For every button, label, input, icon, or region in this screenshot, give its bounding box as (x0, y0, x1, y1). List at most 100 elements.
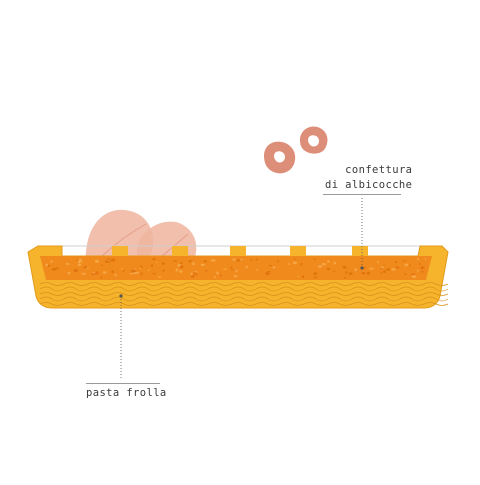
jam-speckle (418, 262, 421, 266)
jam-speckle (152, 273, 157, 275)
jam-leader-dot (360, 266, 364, 270)
jam-speckle (205, 269, 208, 272)
jam-speckle (50, 260, 53, 263)
pastry-label-underline (86, 383, 160, 384)
jam-speckle (110, 258, 116, 262)
jam-speckle (102, 271, 107, 274)
jam-speckle (192, 272, 197, 275)
jam-speckle (256, 268, 259, 271)
jam-speckle (366, 271, 371, 275)
jam-speckle (369, 267, 374, 270)
jam-speckle (380, 271, 383, 274)
jam-speckle (391, 268, 396, 271)
jam-speckle (416, 270, 419, 272)
jam-speckle (348, 272, 353, 275)
jam-speckle (236, 259, 241, 262)
crust-notches (112, 246, 368, 256)
crust-texture-line (39, 292, 449, 296)
jam-speckle (333, 261, 337, 265)
jam-speckle (313, 258, 316, 260)
jam-label: confettura di albicocche (325, 163, 412, 193)
jam-speckle (67, 271, 71, 275)
jam-speckle (292, 261, 297, 265)
jam-speckle (55, 267, 59, 270)
jam-speckle (190, 272, 193, 276)
jam-speckle (80, 260, 83, 263)
jam-speckle (395, 266, 400, 269)
jam-speckle (344, 276, 347, 279)
jam-speckle (129, 273, 134, 275)
jam-speckle (302, 275, 305, 279)
jam-speckle (342, 265, 347, 269)
jam-speckle (132, 274, 135, 276)
jam-speckle (51, 267, 57, 271)
jam-speckle (404, 273, 407, 275)
jam-speckle (179, 270, 183, 273)
jam-label-line-2: di albicocche (325, 179, 413, 191)
jam-speckle (403, 260, 406, 262)
jam-speckle (421, 270, 424, 273)
jam-speckle (277, 260, 280, 263)
jam-speckle (377, 260, 380, 264)
jam-speckle (213, 276, 216, 279)
jam-speckle (161, 262, 165, 265)
jam-speckle (140, 272, 143, 275)
jam-speckle (245, 265, 248, 269)
jam-speckle (249, 259, 253, 261)
jam-speckle (81, 272, 86, 275)
crust-texture (39, 282, 449, 306)
jam-speckle (100, 276, 103, 279)
jam-speckle (345, 271, 348, 274)
crust-texture-line (39, 286, 449, 292)
jam-speckle (162, 269, 165, 272)
jam-speckle (383, 270, 386, 274)
jam-speckle (268, 264, 273, 267)
jam-speckle (192, 262, 195, 266)
jam-speckle (77, 260, 81, 264)
jam-speckle (255, 258, 258, 261)
jam-speckle (111, 270, 114, 274)
jam-speckle (100, 264, 103, 267)
jam-speckle (321, 263, 327, 266)
pastry-leader-dot (119, 294, 123, 298)
jam-speckle (233, 275, 238, 278)
crust-texture-line (39, 296, 449, 302)
jam-speckle (313, 272, 318, 276)
jam-speckle (120, 268, 124, 270)
jam-speckle (265, 272, 270, 276)
jam-speckle (404, 263, 409, 267)
jam-speckle (106, 258, 111, 260)
crust-notch (352, 246, 368, 256)
apricot-ring-icon (264, 126, 328, 174)
jam-speckle (354, 268, 358, 272)
apricot-jam-layer (40, 256, 432, 280)
jam-speckle (175, 268, 179, 272)
jam-speckle (148, 269, 150, 272)
jam-speckle (78, 263, 81, 267)
jam-speckle (157, 276, 162, 278)
pastry-label: pasta frolla (86, 387, 167, 399)
jam-speckle (190, 274, 195, 278)
jam-speckle (384, 269, 387, 271)
jam-speckle (361, 272, 366, 275)
jam-speckle (220, 274, 222, 277)
jam-speckle (297, 275, 300, 278)
jam-speckle (223, 268, 228, 270)
jam-speckle (114, 273, 117, 277)
jam-speckle (386, 268, 391, 271)
jam-speckle (91, 273, 96, 275)
jam-speckle (411, 275, 417, 278)
jam-speckle (317, 265, 323, 268)
jam-speckle (150, 264, 154, 267)
crust-notch (112, 246, 128, 256)
jam-speckle (94, 259, 100, 263)
jam-speckle (363, 266, 367, 269)
jam-speckle (232, 258, 236, 261)
jam-speckle (95, 271, 99, 275)
jam-texture (45, 257, 427, 279)
jam-speckle (231, 268, 234, 271)
jam-speckle (293, 258, 296, 260)
crust-notch (230, 246, 246, 256)
jam-speckle (333, 270, 336, 273)
